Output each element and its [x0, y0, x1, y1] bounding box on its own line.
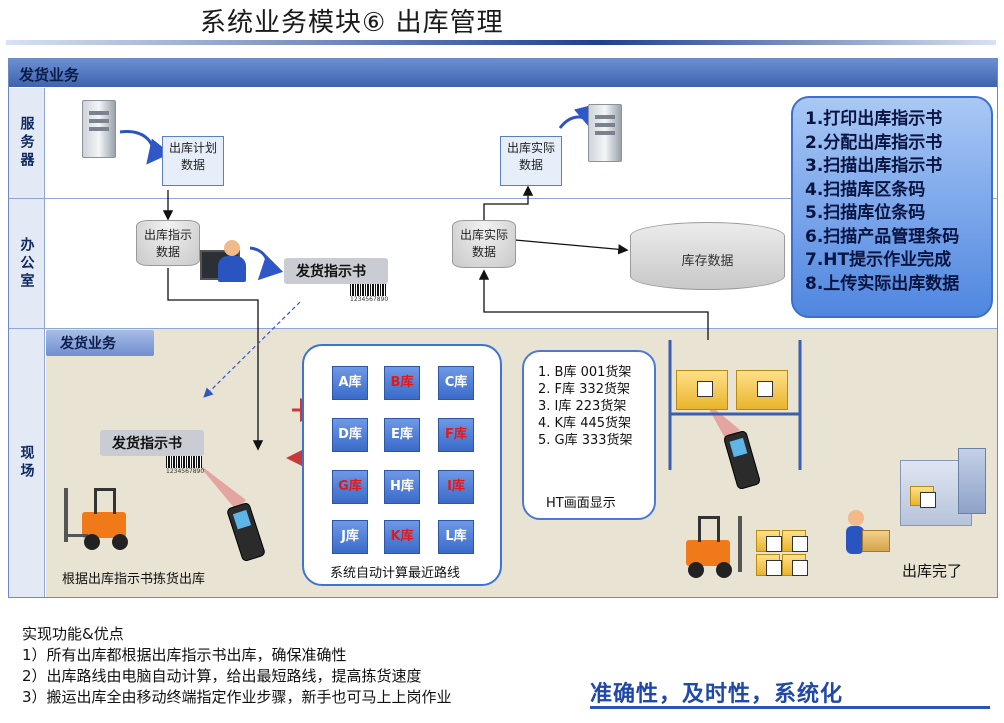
stock-data-db: 库存数据 — [630, 222, 785, 290]
step-item: 8.上传实际出库数据 — [805, 273, 960, 294]
forklift-icon — [64, 488, 144, 550]
ht-caption: HT画面显示 — [546, 496, 616, 511]
lane-label-server: 服务器 — [9, 88, 45, 198]
warehouse-cell: J库 — [332, 520, 368, 554]
warehouse-cell: A库 — [332, 366, 368, 400]
operator-body-icon — [218, 256, 246, 282]
warehouse-cell: I库 — [438, 470, 474, 504]
warehouse-cell: B库 — [384, 366, 420, 400]
done-caption: 出库完了 — [902, 562, 963, 580]
arrow-upload-to-actual — [478, 269, 709, 340]
step-item: 2.分配出库指示书 — [805, 132, 943, 153]
operator-icon — [224, 240, 240, 256]
diagram-header: 发货业务 — [9, 59, 997, 87]
server-icon — [588, 104, 622, 162]
scan-beam — [196, 462, 246, 510]
warehouse-cell: E库 — [384, 418, 420, 452]
crate-icon — [736, 370, 788, 410]
actual-db-line: 数据 — [471, 245, 496, 259]
plan-data-doc: 出库计划 数据 — [162, 136, 224, 186]
curve-arrow-server-right — [558, 103, 598, 130]
instruction-data-db: 出库指示 数据 — [136, 220, 200, 266]
server-icon — [82, 100, 116, 158]
step-item: 1.打印出库指示书 — [805, 109, 943, 129]
arrow-instruction-to-site — [167, 268, 264, 451]
warehouse-cell: L库 — [438, 520, 474, 554]
ht-line: 5. G库 333货架 — [538, 433, 633, 448]
barcode-icon — [350, 284, 386, 296]
slogan-underline — [590, 706, 990, 709]
lane-divider — [9, 198, 997, 199]
steps-panel: 1.打印出库指示书 2.分配出库指示书 3.扫描出库指示书 4.扫描库区条码 5… — [791, 96, 993, 318]
crate-icon — [756, 554, 782, 576]
warehouse-cell: D库 — [332, 418, 368, 452]
cart-box-icon — [862, 530, 890, 552]
step-item: 6.扫描产品管理条码 — [805, 226, 960, 247]
warehouse-cell: C库 — [438, 366, 474, 400]
slogan: 准确性，及时性，系统化 — [590, 682, 844, 707]
ht-line: 4. K库 445货架 — [538, 416, 632, 431]
actual-data-doc-line: 出库实际 — [506, 141, 555, 155]
step-item: 7.HT提示作业完成 — [805, 250, 952, 270]
arrow-actual-to-stock — [514, 239, 629, 255]
notes-heading: 实现功能&优点 — [22, 625, 124, 643]
ht-line: 1. B库 001货架 — [538, 365, 632, 380]
route-caption: 系统自动计算最近路线 — [330, 566, 461, 581]
notes-item: 2）出库路线由电脑自动计算，给出最短路线，提高拣货速度 — [22, 667, 422, 685]
crate-icon — [782, 554, 808, 576]
scan-beam — [704, 400, 740, 440]
barcode-icon — [166, 456, 202, 468]
curve-arrow-server-left — [119, 130, 171, 165]
ht-line: 2. F库 332货架 — [538, 382, 630, 397]
warehouse-cell: H库 — [384, 470, 420, 504]
worker-icon — [848, 510, 864, 526]
site-lane-background — [46, 329, 997, 597]
pick-caption: 根据出库指示书拣货出库 — [62, 572, 206, 587]
instruction-db-line: 出库指示 — [143, 228, 192, 242]
plan-data-doc-line: 出库计划 — [168, 141, 217, 155]
notes-item: 1）所有出库都根据出库指示书出库，确保准确性 — [22, 646, 347, 664]
crate-icon — [782, 530, 808, 552]
actual-data-db: 出库实际 数据 — [452, 220, 516, 268]
crate-icon — [676, 370, 728, 410]
crate-icon — [756, 530, 782, 552]
actual-db-line: 出库实际 — [459, 228, 508, 242]
step-item: 3.扫描出库指示书 — [805, 156, 943, 176]
step-item: 5.扫描库位条码 — [805, 203, 926, 223]
warehouse-cell: K库 — [384, 520, 420, 554]
site-instruction-slip: 发货指示书 — [100, 430, 204, 456]
curve-arrow-office — [249, 246, 284, 281]
lane-divider — [9, 328, 997, 329]
truck-cab-icon — [958, 448, 986, 514]
plan-data-doc-line: 数据 — [180, 158, 205, 172]
warehouse-cell: G库 — [332, 470, 368, 504]
arrow-actual-to-server — [483, 185, 534, 220]
office-instruction-slip: 发货指示书 — [284, 258, 388, 284]
step-item: 4.扫描库区条码 — [805, 179, 926, 200]
notes-section: 实现功能&优点 1）所有出库都根据出库指示书出库，确保准确性 2）出库路线由电脑… — [22, 624, 452, 708]
actual-data-doc-line: 数据 — [518, 158, 543, 172]
forklift-icon — [676, 516, 756, 578]
site-lane-tag: 发货业务 — [46, 330, 154, 356]
barcode-number: 1234567890 — [350, 296, 389, 303]
barcode-number: 1234567890 — [166, 468, 205, 475]
title-underline — [6, 40, 996, 45]
shelf-rack — [668, 340, 802, 470]
warehouse-cell: F库 — [438, 418, 474, 452]
instruction-db-line: 数据 — [155, 245, 180, 259]
lane-label-site: 现场 — [9, 329, 45, 597]
lane-label-office: 办公室 — [9, 199, 45, 328]
arrow-slip-delivery — [203, 301, 301, 398]
crate-icon — [910, 486, 936, 508]
page-title: 系统业务模块⑥ 出库管理 — [200, 8, 504, 38]
worker-body-icon — [846, 526, 864, 554]
actual-data-doc: 出库实际 数据 — [500, 136, 562, 186]
notes-item: 3）搬运出库全由移动终端指定作业步骤，新手也可马上上岗作业 — [22, 688, 452, 706]
ht-screen: 1. B库 001货架 2. F库 332货架 3. I库 223货架 4. K… — [522, 350, 656, 520]
ht-line: 3. I库 223货架 — [538, 399, 627, 414]
